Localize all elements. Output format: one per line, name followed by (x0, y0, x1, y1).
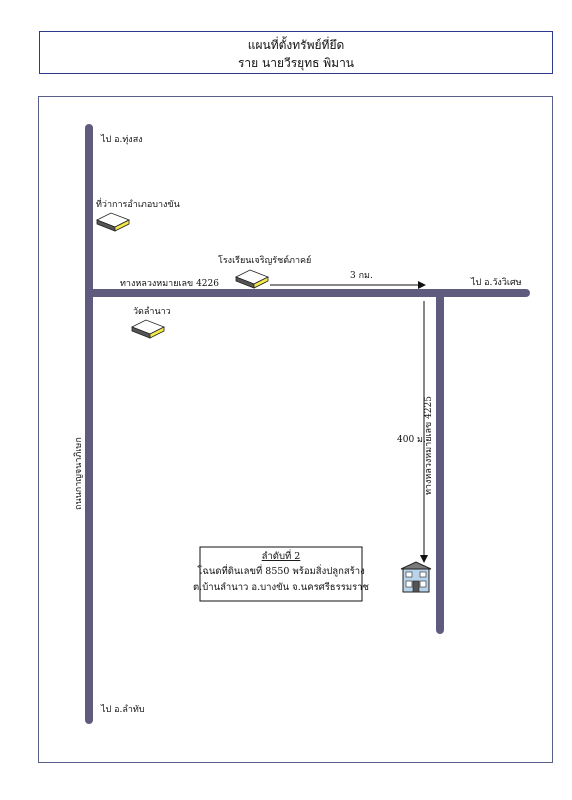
owner-name: ราย นายวีรยุทธ พิมาน (237, 56, 355, 70)
property-location: ต.บ้านลำนาว อ.บางขัน จ.นครศรีธรรมราช (193, 581, 369, 593)
label-district-office: ที่ว่าการอำเภอบางขัน (96, 197, 180, 210)
property-deed: โฉนดที่ดินเลขที่ 8550 พร้อมสิ่งปลูกสร้าง (197, 564, 364, 577)
label-temple: วัดลำนาว (133, 306, 171, 317)
landmark-box-icon (131, 319, 165, 339)
landmark-box-icon (96, 212, 130, 232)
label-distance-km: 3 กม. (350, 271, 373, 281)
label-highway-4226: ทางหลวงหมายเลข 4226 (120, 279, 219, 289)
landmark-box-icon (235, 269, 269, 289)
label-main-road: ถนนกาญจนาภิเษก (73, 437, 84, 510)
label-highway-4225: ทางหลวงหมายเลข 4225 (424, 396, 434, 495)
label-school: โรงเรียนเจริญรัชต์ภาคย์ (218, 254, 311, 266)
map-title: แผนที่ตั้งทรัพย์ที่ยึด (247, 38, 345, 52)
house-icon (400, 561, 432, 593)
label-to-east: ไป อ.วังวิเศษ (470, 277, 522, 288)
label-to-south: ไป อ.ลำทับ (100, 704, 145, 715)
property-info-box: ลำดับที่ 2 โฉนดที่ดินเลขที่ 8550 พร้อมสิ… (193, 546, 370, 602)
property-item-no: ลำดับที่ 2 (262, 549, 301, 562)
title-box: แผนที่ตั้งทรัพย์ที่ยึด ราย นายวีรยุทธ พิ… (39, 31, 553, 74)
label-to-north: ไป อ.ทุ่งสง (100, 134, 143, 145)
map-frame (38, 96, 553, 763)
label-distance-m: 400 ม. (397, 435, 426, 445)
